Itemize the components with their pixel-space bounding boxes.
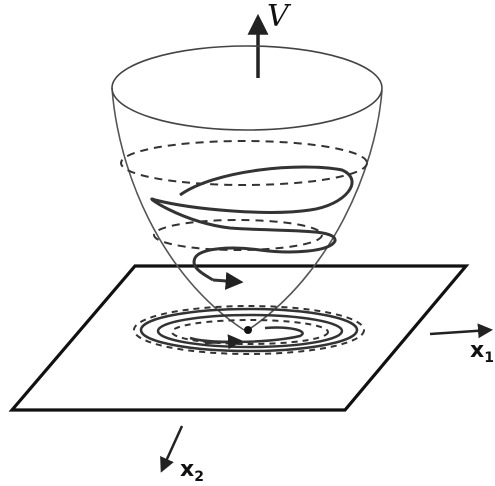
plane-trajectory-inner (189, 326, 304, 344)
plane-level-inner (171, 319, 329, 345)
plane-trajectory-outer (139, 307, 359, 353)
trajectory-arrow-plane (204, 334, 243, 350)
bowl-right-profile (247, 89, 383, 331)
x2-axis-label: x2 (180, 457, 204, 485)
x1-axis-label: x1 (470, 338, 494, 366)
level-set-upper (120, 140, 368, 186)
bowl-left-profile (111, 87, 245, 331)
trajectory-arrow-upper (212, 271, 244, 290)
v-axis-label: V (267, 0, 289, 34)
state-plane (8, 264, 470, 412)
trajectory-surface (150, 165, 354, 282)
equilibrium-point (244, 326, 252, 334)
plane-level-outer (133, 305, 365, 355)
x2-axis-arrow (160, 425, 184, 473)
x1-axis-arrow (429, 323, 493, 339)
bowl-top-rim (111, 45, 383, 131)
level-set-middle (153, 219, 323, 251)
plane-trajectory-middle (156, 313, 344, 349)
